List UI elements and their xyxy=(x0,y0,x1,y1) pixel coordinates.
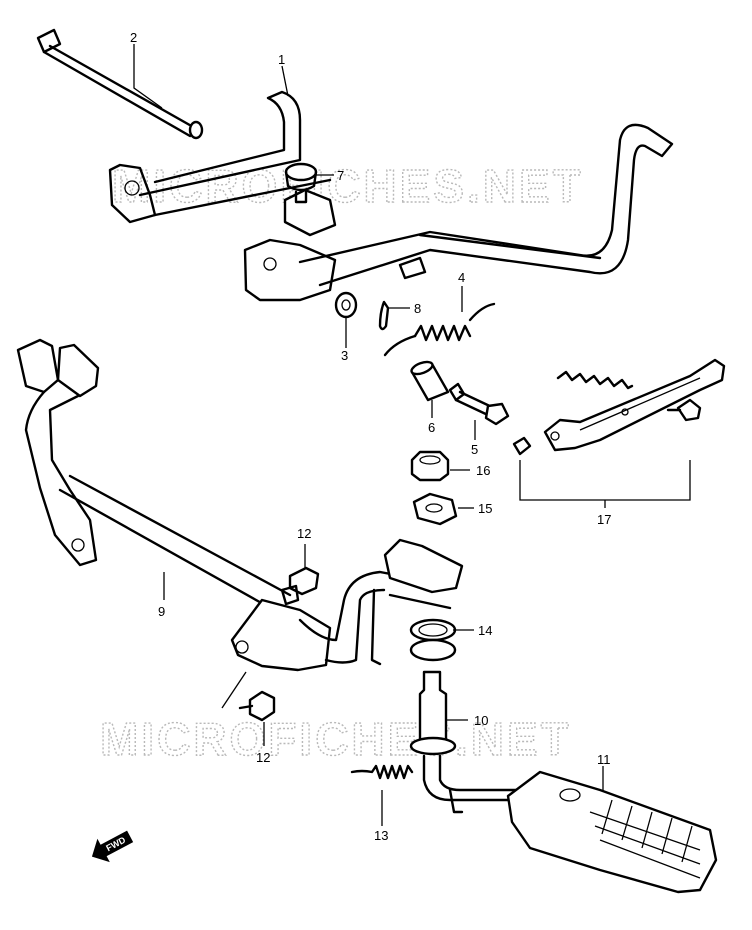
part-16-nut xyxy=(410,450,450,482)
part-10-shaft xyxy=(409,670,522,814)
part-12-bolt-lower xyxy=(238,690,276,722)
part-14-washer xyxy=(409,618,457,662)
part-5-bolt xyxy=(448,382,510,426)
part-4-spring xyxy=(383,302,496,357)
watermark-bottom: MICROFICHES.NET xyxy=(100,713,572,765)
callout-7: 7 xyxy=(337,168,344,183)
part-3-washer xyxy=(334,291,358,319)
callout-17: 17 xyxy=(597,512,611,527)
callout-5: 5 xyxy=(471,442,478,457)
callout-9: 9 xyxy=(158,604,165,619)
callout-12-lower: 12 xyxy=(256,750,270,765)
callout-6: 6 xyxy=(428,420,435,435)
part-7-bumper xyxy=(284,162,318,204)
callout-13: 13 xyxy=(374,828,388,843)
callout-8: 8 xyxy=(414,301,421,316)
callout-4: 4 xyxy=(458,270,465,285)
callout-2: 2 xyxy=(130,30,137,45)
fwd-arrow-icon: FWD xyxy=(91,830,134,863)
callout-10: 10 xyxy=(474,713,488,728)
part-11-footpeg xyxy=(506,770,718,894)
callout-14: 14 xyxy=(478,623,492,638)
callout-1: 1 xyxy=(278,52,285,67)
callout-11: 11 xyxy=(597,752,611,767)
part-12-bolt-upper xyxy=(280,566,320,606)
callout-12-upper: 12 xyxy=(297,526,311,541)
part-8-cotter-pin xyxy=(378,300,390,331)
leader-lines xyxy=(133,44,691,826)
callout-3: 3 xyxy=(341,348,348,363)
part-17-stand-assembly xyxy=(512,358,726,456)
watermark-top: MICROFICHES.NET xyxy=(112,160,584,212)
part-15-cushion xyxy=(412,492,458,526)
part-9-frame xyxy=(16,338,464,672)
part-13-spring xyxy=(350,764,414,780)
callout-16: 16 xyxy=(476,463,490,478)
part-6-collar xyxy=(410,360,450,402)
callout-15: 15 xyxy=(478,501,492,516)
part-2-pin xyxy=(36,28,204,140)
